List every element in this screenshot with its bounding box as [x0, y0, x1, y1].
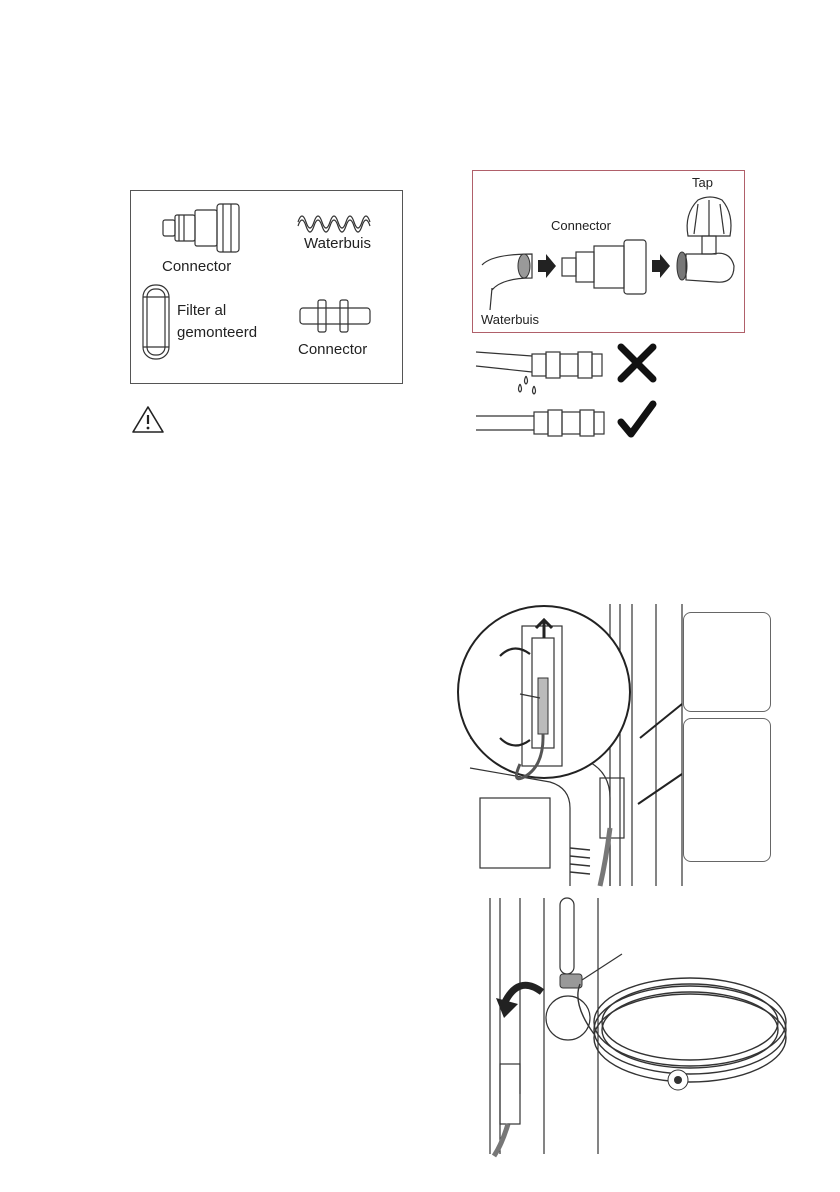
- connector-straight-label: Connector: [298, 339, 367, 361]
- filter-illustration: [139, 281, 173, 363]
- filter-label-line2: gemonteerd: [177, 322, 257, 344]
- wrong-connection-illustration: [472, 342, 612, 398]
- cross-icon: [617, 343, 657, 383]
- threaded-connector-illustration: [155, 200, 245, 260]
- correct-connection-illustration: [472, 406, 612, 442]
- warning-icon: [131, 405, 165, 435]
- straight-connector-illustration: [296, 296, 376, 336]
- callout-box-top: [683, 612, 771, 712]
- appliance-rear-hose-illustration: [460, 894, 790, 1156]
- callout-box-bottom: [683, 718, 771, 862]
- check-icon: [617, 400, 657, 440]
- tap-assembly-illustration: [472, 170, 742, 330]
- tube-label: Waterbuis: [304, 233, 371, 255]
- connector-threaded-label: Connector: [162, 256, 231, 278]
- filter-label-line1: Filter al: [177, 300, 226, 322]
